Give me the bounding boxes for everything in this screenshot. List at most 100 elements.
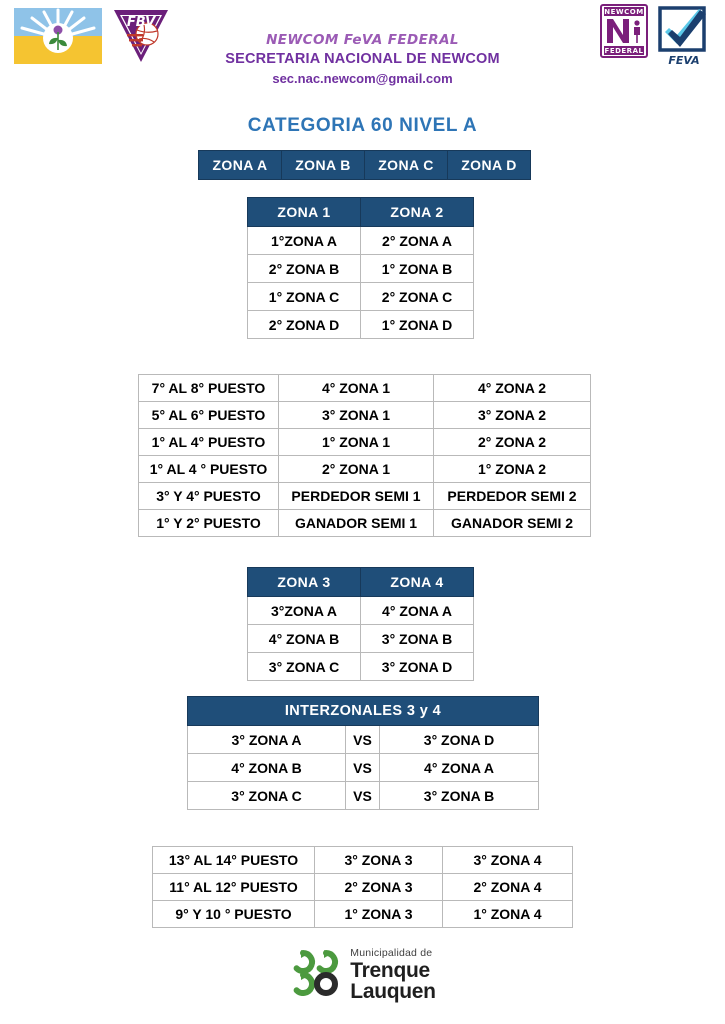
- table-row: 2° ZONA D 1° ZONA D: [247, 310, 474, 339]
- zona12-header-1: ZONA 1: [247, 197, 361, 227]
- trenque-lauquen-recycle-icon: [289, 948, 343, 1001]
- page-title: CATEGORIA 60 NIVEL A: [247, 115, 478, 136]
- puestos-9-14-table: 13° AL 14° PUESTO 3° ZONA 3 3° ZONA 4 11…: [152, 846, 573, 928]
- page-header: FBV NEWCOM FEDERAL FEVA NEWCOM FeVA FEDE…: [0, 0, 725, 108]
- zona-band-table: ZONA A ZONA B ZONA C ZONA D: [198, 150, 531, 180]
- table-cell: 1° AL 4° PUESTO: [138, 428, 279, 456]
- municipalidad-text: Municipalidad de Trenque Lauquen: [350, 947, 436, 1002]
- zona34-header-4: ZONA 4: [360, 567, 474, 597]
- zona-band-cell-b: ZONA B: [281, 150, 365, 180]
- table-cell: 4° ZONA 2: [433, 374, 591, 402]
- table-cell: GANADOR SEMI 2: [433, 509, 591, 537]
- table-row: 4° ZONA B 3° ZONA B: [247, 624, 474, 653]
- zona-1-2-table: ZONA 1 ZONA 2 1°ZONA A 2° ZONA A 2° ZONA…: [247, 197, 474, 339]
- table-cell: 3° ZONA A: [187, 725, 346, 754]
- table-cell: 3° Y 4° PUESTO: [138, 482, 279, 510]
- table-cell: 4° ZONA A: [379, 753, 539, 782]
- table-row: 1°ZONA A 2° ZONA A: [247, 226, 474, 255]
- table-cell: 1° ZONA 4: [442, 900, 573, 928]
- newcom-federal-icon: NEWCOM FEDERAL: [600, 4, 648, 58]
- table-cell: 3° ZONA D: [379, 725, 539, 754]
- table-cell: 7° AL 8° PUESTO: [138, 374, 279, 402]
- zona-band-cell-d: ZONA D: [447, 150, 531, 180]
- zona-band-cell-a: ZONA A: [198, 150, 282, 180]
- table-row: 3° ZONA A VS 3° ZONA D: [187, 725, 539, 754]
- table-cell: 2° ZONA 1: [278, 455, 434, 483]
- table-row: 11° AL 12° PUESTO 2° ZONA 3 2° ZONA 4: [152, 873, 573, 901]
- table-header-row: ZONA 1 ZONA 2: [247, 197, 474, 227]
- table-row: 1° Y 2° PUESTO GANADOR SEMI 1 GANADOR SE…: [138, 509, 591, 537]
- table-header-row: ZONA 3 ZONA 4: [247, 567, 474, 597]
- puestos-1-8-table: 7° AL 8° PUESTO 4° ZONA 1 4° ZONA 2 5° A…: [138, 374, 591, 537]
- table-row: 5° AL 6° PUESTO 3° ZONA 1 3° ZONA 2: [138, 401, 591, 429]
- org-name-line2: SECRETARIA NACIONAL DE NEWCOM: [225, 51, 500, 67]
- table-cell: 2° ZONA A: [360, 226, 474, 255]
- table-row: 13° AL 14° PUESTO 3° ZONA 3 3° ZONA 4: [152, 846, 573, 874]
- table-row: 3° ZONA C VS 3° ZONA B: [187, 781, 539, 810]
- table-row: 7° AL 8° PUESTO 4° ZONA 1 4° ZONA 2: [138, 374, 591, 402]
- municipalidad-name-line1: Trenque: [350, 958, 430, 982]
- table-cell-vs: VS: [345, 781, 380, 810]
- table-cell: 11° AL 12° PUESTO: [152, 873, 315, 901]
- interzonales-table: INTERZONALES 3 y 4 3° ZONA A VS 3° ZONA …: [187, 696, 539, 810]
- table-cell: PERDEDOR SEMI 2: [433, 482, 591, 510]
- table-cell: 3° ZONA D: [360, 652, 474, 681]
- table-row: 9° Y 10 ° PUESTO 1° ZONA 3 1° ZONA 4: [152, 900, 573, 928]
- table-cell: 13° AL 14° PUESTO: [152, 846, 315, 874]
- table-row: 1° AL 4 ° PUESTO 2° ZONA 1 1° ZONA 2: [138, 455, 591, 483]
- org-header-text: NEWCOM FeVA FEDERAL SECRETARIA NACIONAL …: [0, 32, 725, 88]
- table-cell: 4° ZONA 1: [278, 374, 434, 402]
- table-cell: 1° AL 4 ° PUESTO: [138, 455, 279, 483]
- table-cell: 2° ZONA 4: [442, 873, 573, 901]
- table-cell: 3° ZONA C: [247, 652, 361, 681]
- table-cell: PERDEDOR SEMI 1: [278, 482, 434, 510]
- table-cell: 1° ZONA 3: [314, 900, 443, 928]
- table-cell: 3° ZONA 1: [278, 401, 434, 429]
- table-cell: 5° AL 6° PUESTO: [138, 401, 279, 429]
- fbv-icon: FBV: [110, 4, 172, 66]
- table-cell: 2° ZONA 2: [433, 428, 591, 456]
- table-cell: 3° ZONA B: [360, 624, 474, 653]
- zona12-header-2: ZONA 2: [360, 197, 474, 227]
- municipalidad-label: Municipalidad de: [350, 947, 433, 959]
- table-cell: 2° ZONA 3: [314, 873, 443, 901]
- svg-text:NEWCOM: NEWCOM: [604, 8, 643, 16]
- table-row: 3° Y 4° PUESTO PERDEDOR SEMI 1 PERDEDOR …: [138, 482, 591, 510]
- table-cell: 2° ZONA D: [247, 310, 361, 339]
- table-cell: 4° ZONA B: [187, 753, 346, 782]
- table-cell: 1° ZONA 1: [278, 428, 434, 456]
- table-cell-vs: VS: [345, 753, 380, 782]
- table-row: 2° ZONA B 1° ZONA B: [247, 254, 474, 283]
- table-cell: GANADOR SEMI 1: [278, 509, 434, 537]
- municipalidad-logo: Municipalidad de Trenque Lauquen: [289, 947, 436, 1002]
- org-name-line1: NEWCOM FeVA FEDERAL: [266, 32, 459, 48]
- zona34-header-3: ZONA 3: [247, 567, 361, 597]
- table-cell: 2° ZONA B: [247, 254, 361, 283]
- table-row: 1° AL 4° PUESTO 1° ZONA 1 2° ZONA 2: [138, 428, 591, 456]
- table-cell: 3°ZONA A: [247, 596, 361, 625]
- table-header-row: INTERZONALES 3 y 4: [187, 696, 539, 726]
- table-row: 3°ZONA A 4° ZONA A: [247, 596, 474, 625]
- trenque-lauquen-flag-icon: [14, 8, 102, 64]
- table-cell: 1°ZONA A: [247, 226, 361, 255]
- interzonales-title: INTERZONALES 3 y 4: [187, 696, 539, 726]
- table-cell: 1° ZONA 2: [433, 455, 591, 483]
- table-cell: 4° ZONA A: [360, 596, 474, 625]
- table-cell: 3° ZONA 3: [314, 846, 443, 874]
- org-email: sec.nac.newcom@gmail.com: [272, 71, 453, 86]
- zona-band-cell-c: ZONA C: [364, 150, 448, 180]
- table-cell: 9° Y 10 ° PUESTO: [152, 900, 315, 928]
- table-row: ZONA A ZONA B ZONA C ZONA D: [198, 150, 531, 180]
- table-cell: 1° Y 2° PUESTO: [138, 509, 279, 537]
- svg-text:FEVA: FEVA: [668, 54, 699, 67]
- table-row: 3° ZONA C 3° ZONA D: [247, 652, 474, 681]
- feva-icon: FEVA: [656, 6, 712, 68]
- table-row: 1° ZONA C 2° ZONA C: [247, 282, 474, 311]
- table-cell: 2° ZONA C: [360, 282, 474, 311]
- footer-logo: Municipalidad de Trenque Lauquen: [0, 948, 725, 1002]
- table-cell: 3° ZONA C: [187, 781, 346, 810]
- table-cell: 1° ZONA B: [360, 254, 474, 283]
- svg-text:FBV: FBV: [127, 15, 156, 30]
- table-row: 4° ZONA B VS 4° ZONA A: [187, 753, 539, 782]
- table-cell: 4° ZONA B: [247, 624, 361, 653]
